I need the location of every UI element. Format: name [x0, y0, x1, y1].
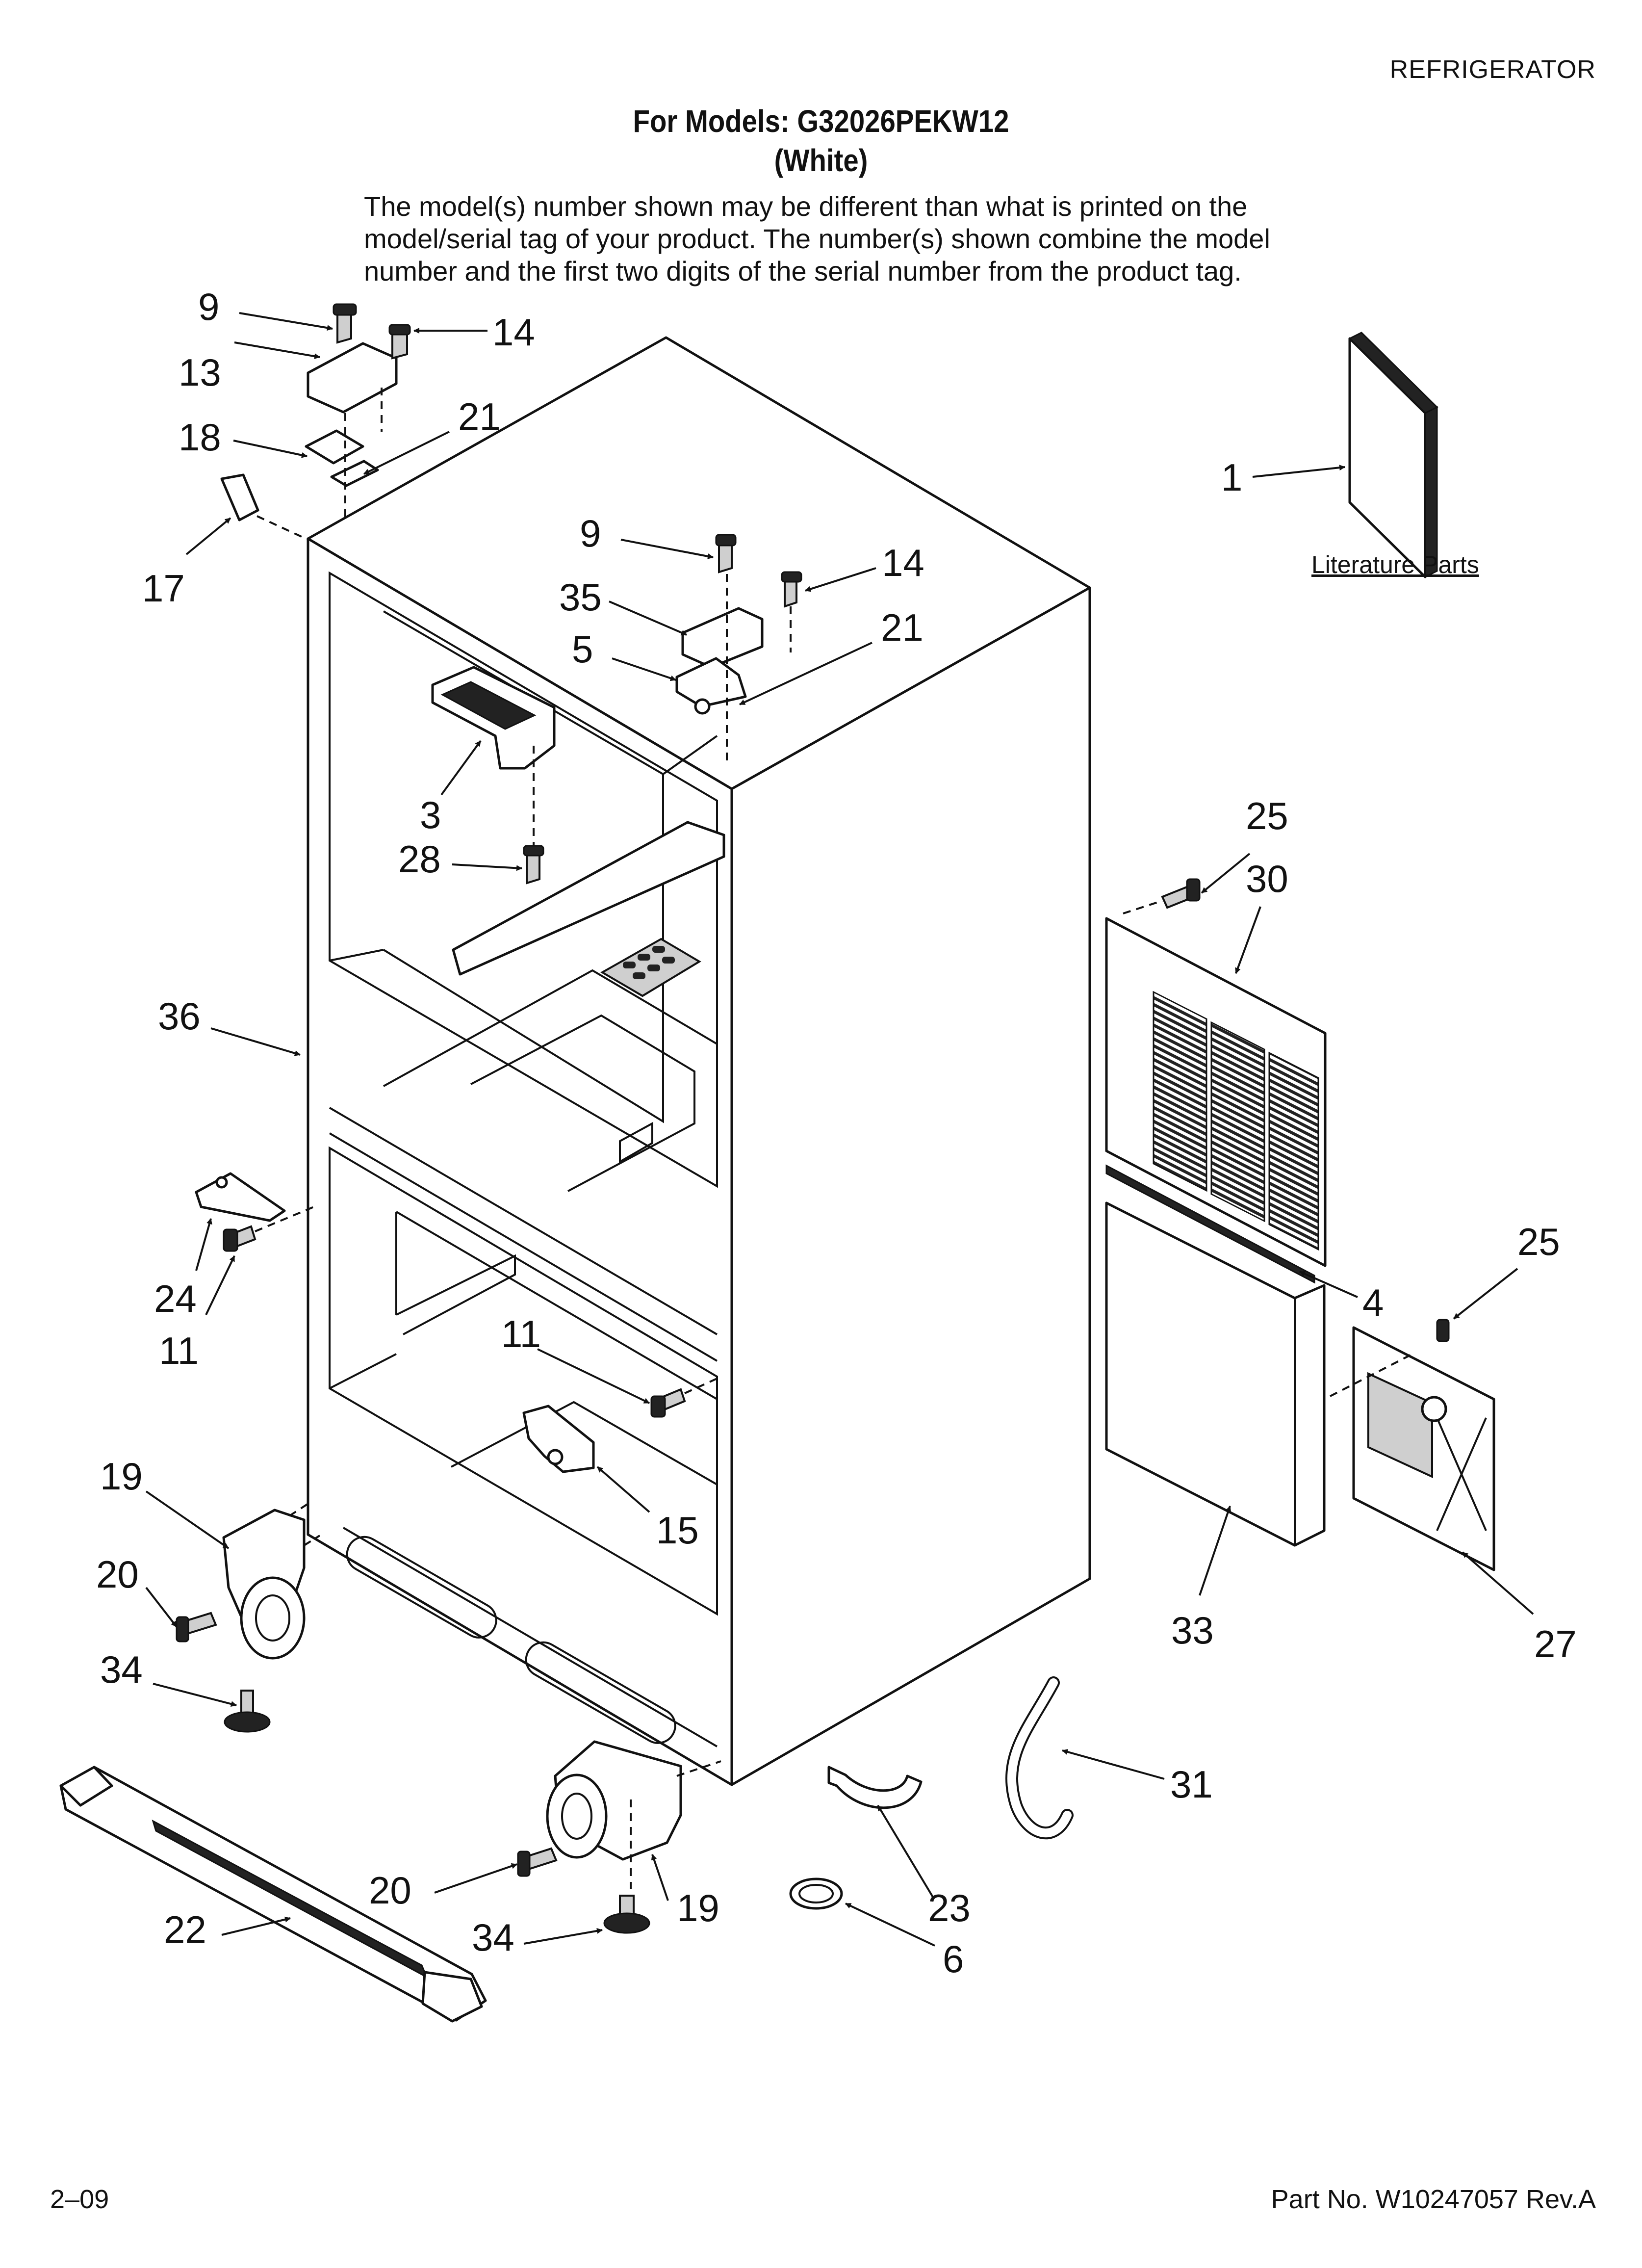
callout-17: 17 [142, 567, 185, 610]
callout-34-right: 34 [472, 1916, 514, 1959]
callout-1: 1 [1221, 456, 1242, 499]
right-roller-assembly [517, 1740, 721, 1934]
callout-33: 33 [1171, 1609, 1214, 1652]
model-color: (White) [774, 143, 868, 178]
base-grille [59, 1766, 487, 2023]
callout-3: 3 [420, 793, 441, 836]
callout-15: 15 [656, 1509, 699, 1552]
callout-20-left: 20 [96, 1553, 139, 1596]
category-label: REFRIGERATOR [1389, 55, 1596, 84]
tube-clamp [827, 1766, 923, 1809]
callout-30: 30 [1246, 857, 1288, 900]
left-roller-assembly [176, 1500, 321, 1733]
center-hinge-bracket [522, 1378, 718, 1473]
leader-lines [145, 312, 1534, 1947]
callout-31: 31 [1170, 1763, 1213, 1806]
literature-parts-label: Literature Parts [1311, 551, 1479, 578]
callout-36: 36 [158, 994, 201, 1038]
callout-25-upper: 25 [1246, 794, 1288, 837]
callout-9-top-left: 9 [198, 285, 219, 328]
callout-28: 28 [398, 837, 441, 881]
callout-21-top-center: 21 [881, 606, 924, 649]
callout-23: 23 [928, 1886, 971, 1929]
callout-19-right: 19 [677, 1886, 719, 1929]
top-left-hinge-assembly [220, 303, 411, 541]
compressor-electrical-bracket [1330, 1319, 1495, 1571]
date-code: 2–09 [50, 2185, 109, 2214]
air-tower [431, 666, 556, 885]
literature-parts-booklet [1348, 332, 1438, 578]
model-note: The model(s) number shown may be differe… [364, 191, 1270, 287]
callout-14-top-left: 14 [492, 311, 535, 354]
callout-6: 6 [943, 1937, 964, 1981]
top-center-hinge-assembly [675, 534, 802, 765]
callout-21-top-left: 21 [458, 395, 501, 438]
machine-compartment-cover [1105, 1164, 1326, 1547]
drain-tube [1005, 1676, 1074, 1840]
grommet [789, 1877, 843, 1910]
callout-20-right: 20 [369, 1869, 411, 1912]
callout-22: 22 [164, 1908, 206, 1951]
callout-11-center: 11 [501, 1312, 541, 1356]
callout-35: 35 [559, 575, 602, 619]
callout-18: 18 [179, 416, 221, 459]
model-title: For Models: G32026PEKW12 [633, 104, 1009, 139]
callout-24: 24 [154, 1277, 197, 1320]
lower-hinge-bracket [195, 1172, 314, 1252]
callout-27: 27 [1534, 1622, 1577, 1666]
cabinet [307, 336, 1091, 1786]
callout-14-top-center: 14 [882, 541, 924, 584]
callout-5: 5 [572, 627, 593, 671]
callout-11-left: 11 [159, 1329, 199, 1372]
rear-access-panel [1105, 878, 1327, 1267]
callout-34-left: 34 [100, 1648, 143, 1691]
callout-25-lower: 25 [1517, 1220, 1560, 1263]
callout-19-left: 19 [100, 1455, 143, 1498]
callout-4: 4 [1362, 1281, 1384, 1324]
callout-numbers: 9 13 14 18 21 17 1 9 14 35 21 5 3 28 25 … [96, 285, 1577, 1981]
callout-13: 13 [179, 351, 221, 394]
part-number: Part No. W10247057 Rev.A [1271, 2185, 1596, 2214]
callout-9-top-center: 9 [580, 512, 601, 555]
